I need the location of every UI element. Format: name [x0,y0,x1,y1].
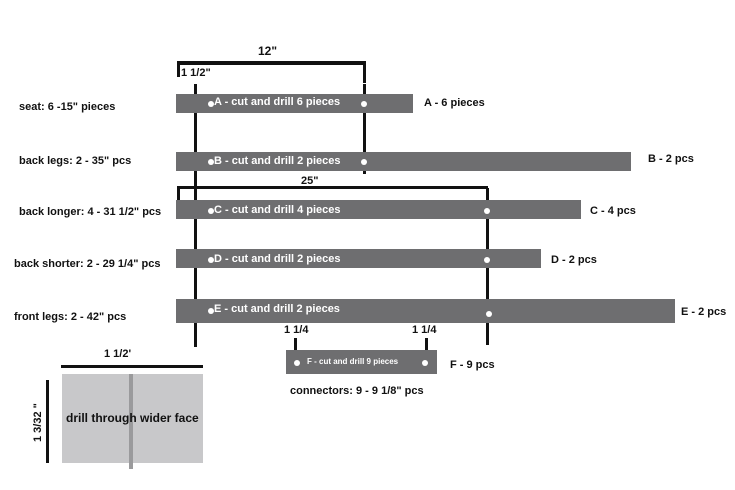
row-d-left-label: back shorter: 2 - 29 1/4" pcs [14,258,161,270]
row-e-left-label: front legs: 2 - 42" pcs [14,311,127,323]
bar-a-hole-left [208,101,214,107]
bar-e [176,299,675,323]
span-12-right-tick [363,61,366,83]
bar-e-hole-left [208,308,214,314]
bar-b-label: B - cut and drill 2 pieces [214,155,341,167]
row-a-right-label: A - 6 pieces [424,97,485,109]
cross-note: drill through wider face [66,411,199,425]
connectors-caption: connectors: 9 - 9 1/8" pcs [290,385,424,397]
alignment-line-center [363,84,366,174]
bar-d-hole-right [484,257,490,263]
row-c-left-label: back longer: 4 - 31 1/2" pcs [19,206,162,218]
conn-left-offset-label: 1 1/4 [284,324,309,336]
row-c-right-label: C - 4 pcs [590,205,636,217]
cross-height-label: 1 3/32 " [32,403,44,442]
bar-d-hole-left [208,257,214,263]
span-25-label: 25" [301,175,319,187]
conn-right-offset-label: 1 1/4 [412,324,437,336]
bar-c [176,200,581,219]
row-b-right-label: B - 2 pcs [648,153,694,165]
conn-left-tick [294,338,297,350]
bar-c-hole-left [208,208,214,214]
cross-height-line [46,380,49,463]
bar-a-label: A - cut and drill 6 pieces [214,96,341,108]
row-a-left-label: seat: 6 -15" pieces [19,101,116,113]
bar-a [176,94,413,113]
span-25-line [177,186,488,189]
span-12-left-tick [177,61,180,77]
bar-b [176,152,631,171]
span-25-left-tick [177,186,180,200]
bar-a-hole-right [361,101,367,107]
span-12-label: 12" [258,44,278,58]
bar-b-hole-left [208,159,214,165]
bar-e-hole-right [486,311,492,317]
conn-right-label: F - 9 pcs [450,359,495,371]
bar-d-label: D - cut and drill 2 pieces [214,253,341,265]
conn-right-tick [425,338,428,350]
row-e-right-label: E - 2 pcs [681,306,727,318]
bar-b-hole-right [361,159,367,165]
bar-f-hole-right [422,360,428,366]
cross-width-line [61,365,203,368]
cross-width-label: 1 1/2' [104,348,132,360]
bar-c-label: C - cut and drill 4 pieces [214,204,341,216]
span-12-top-line [177,61,366,65]
bar-d [176,249,541,268]
cross-center-line [129,374,133,469]
offset-1-1-2-label: 1 1/2" [181,67,211,79]
bar-f-label: F - cut and drill 9 pieces [307,357,399,366]
bar-c-hole-right [484,208,490,214]
bar-f-hole-left [294,360,300,366]
row-b-left-label: back legs: 2 - 35" pcs [19,155,132,167]
bar-e-label: E - cut and drill 2 pieces [214,303,340,315]
bar-f [286,350,437,374]
row-d-right-label: D - 2 pcs [551,254,597,266]
